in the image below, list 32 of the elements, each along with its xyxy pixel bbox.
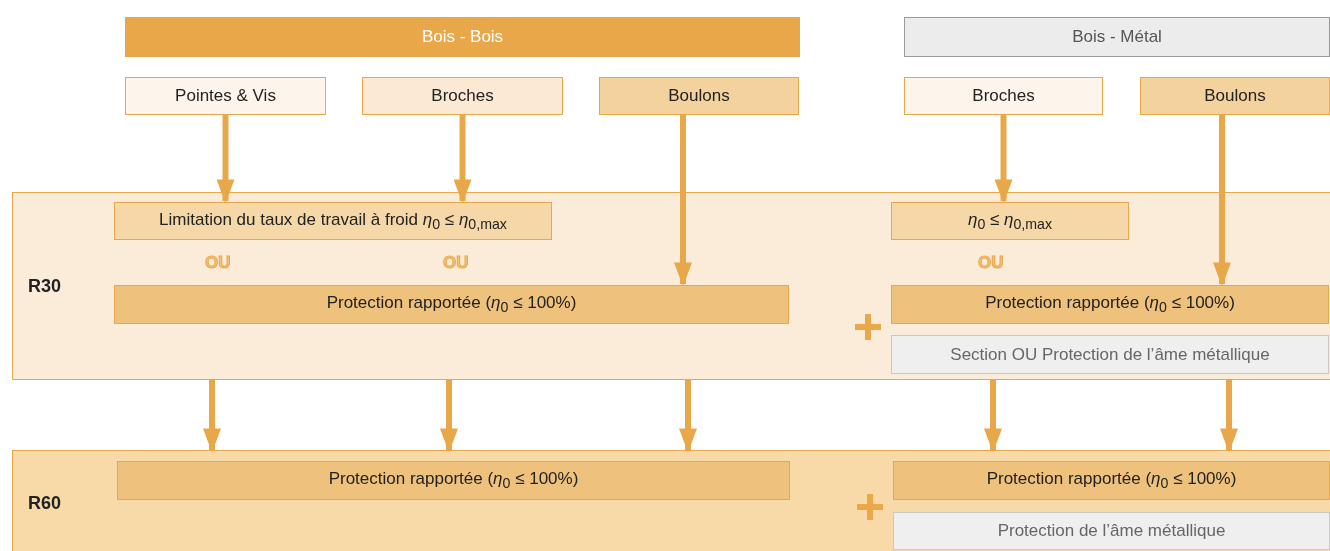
or-label: OU bbox=[443, 253, 469, 273]
category-box: Pointes & Vis bbox=[125, 77, 326, 115]
arrow bbox=[994, 115, 1013, 204]
arrow bbox=[674, 115, 692, 287]
arrow bbox=[984, 380, 1002, 453]
category-box: Boulons bbox=[599, 77, 799, 115]
condition-box: Limitation du taux de travail à froid η$_{0}$ ≤ η$_{0,max}$ bbox=[114, 202, 552, 240]
rating-label: R30 bbox=[28, 276, 62, 297]
process-box: Protection rapportée (η$_{0}$ ≤ 100%) bbox=[891, 285, 1329, 324]
header-bar: Bois - Bois bbox=[125, 17, 800, 57]
fire-rating-band bbox=[12, 192, 1330, 380]
arrow bbox=[440, 380, 458, 453]
or-label: OU bbox=[205, 253, 231, 273]
category-box: Broches bbox=[362, 77, 563, 115]
process-box: Protection rapportée (η$_{0}$ ≤ 100%) bbox=[893, 461, 1330, 500]
process-box: Section OU Protection de l’âme métallique bbox=[891, 335, 1329, 374]
or-label: OU bbox=[978, 253, 1004, 273]
header-bar: Bois - Métal bbox=[904, 17, 1330, 57]
rating-label: R60 bbox=[28, 493, 62, 514]
arrow bbox=[216, 115, 235, 204]
process-box: Protection rapportée (η$_{0}$ ≤ 100%) bbox=[117, 461, 790, 500]
fire-rating-band bbox=[12, 450, 1330, 551]
arrow bbox=[1213, 115, 1231, 287]
category-box: Broches bbox=[904, 77, 1103, 115]
arrow bbox=[679, 380, 697, 453]
condition-box: η$_{0}$ ≤ η$_{0,max}$ bbox=[891, 202, 1129, 240]
category-box: Boulons bbox=[1140, 77, 1330, 115]
process-box: Protection de l’âme métallique bbox=[893, 512, 1330, 550]
process-box: Protection rapportée (η$_{0}$ ≤ 100%) bbox=[114, 285, 789, 324]
arrow bbox=[203, 380, 221, 453]
arrow bbox=[1220, 380, 1238, 453]
arrow bbox=[453, 115, 472, 204]
